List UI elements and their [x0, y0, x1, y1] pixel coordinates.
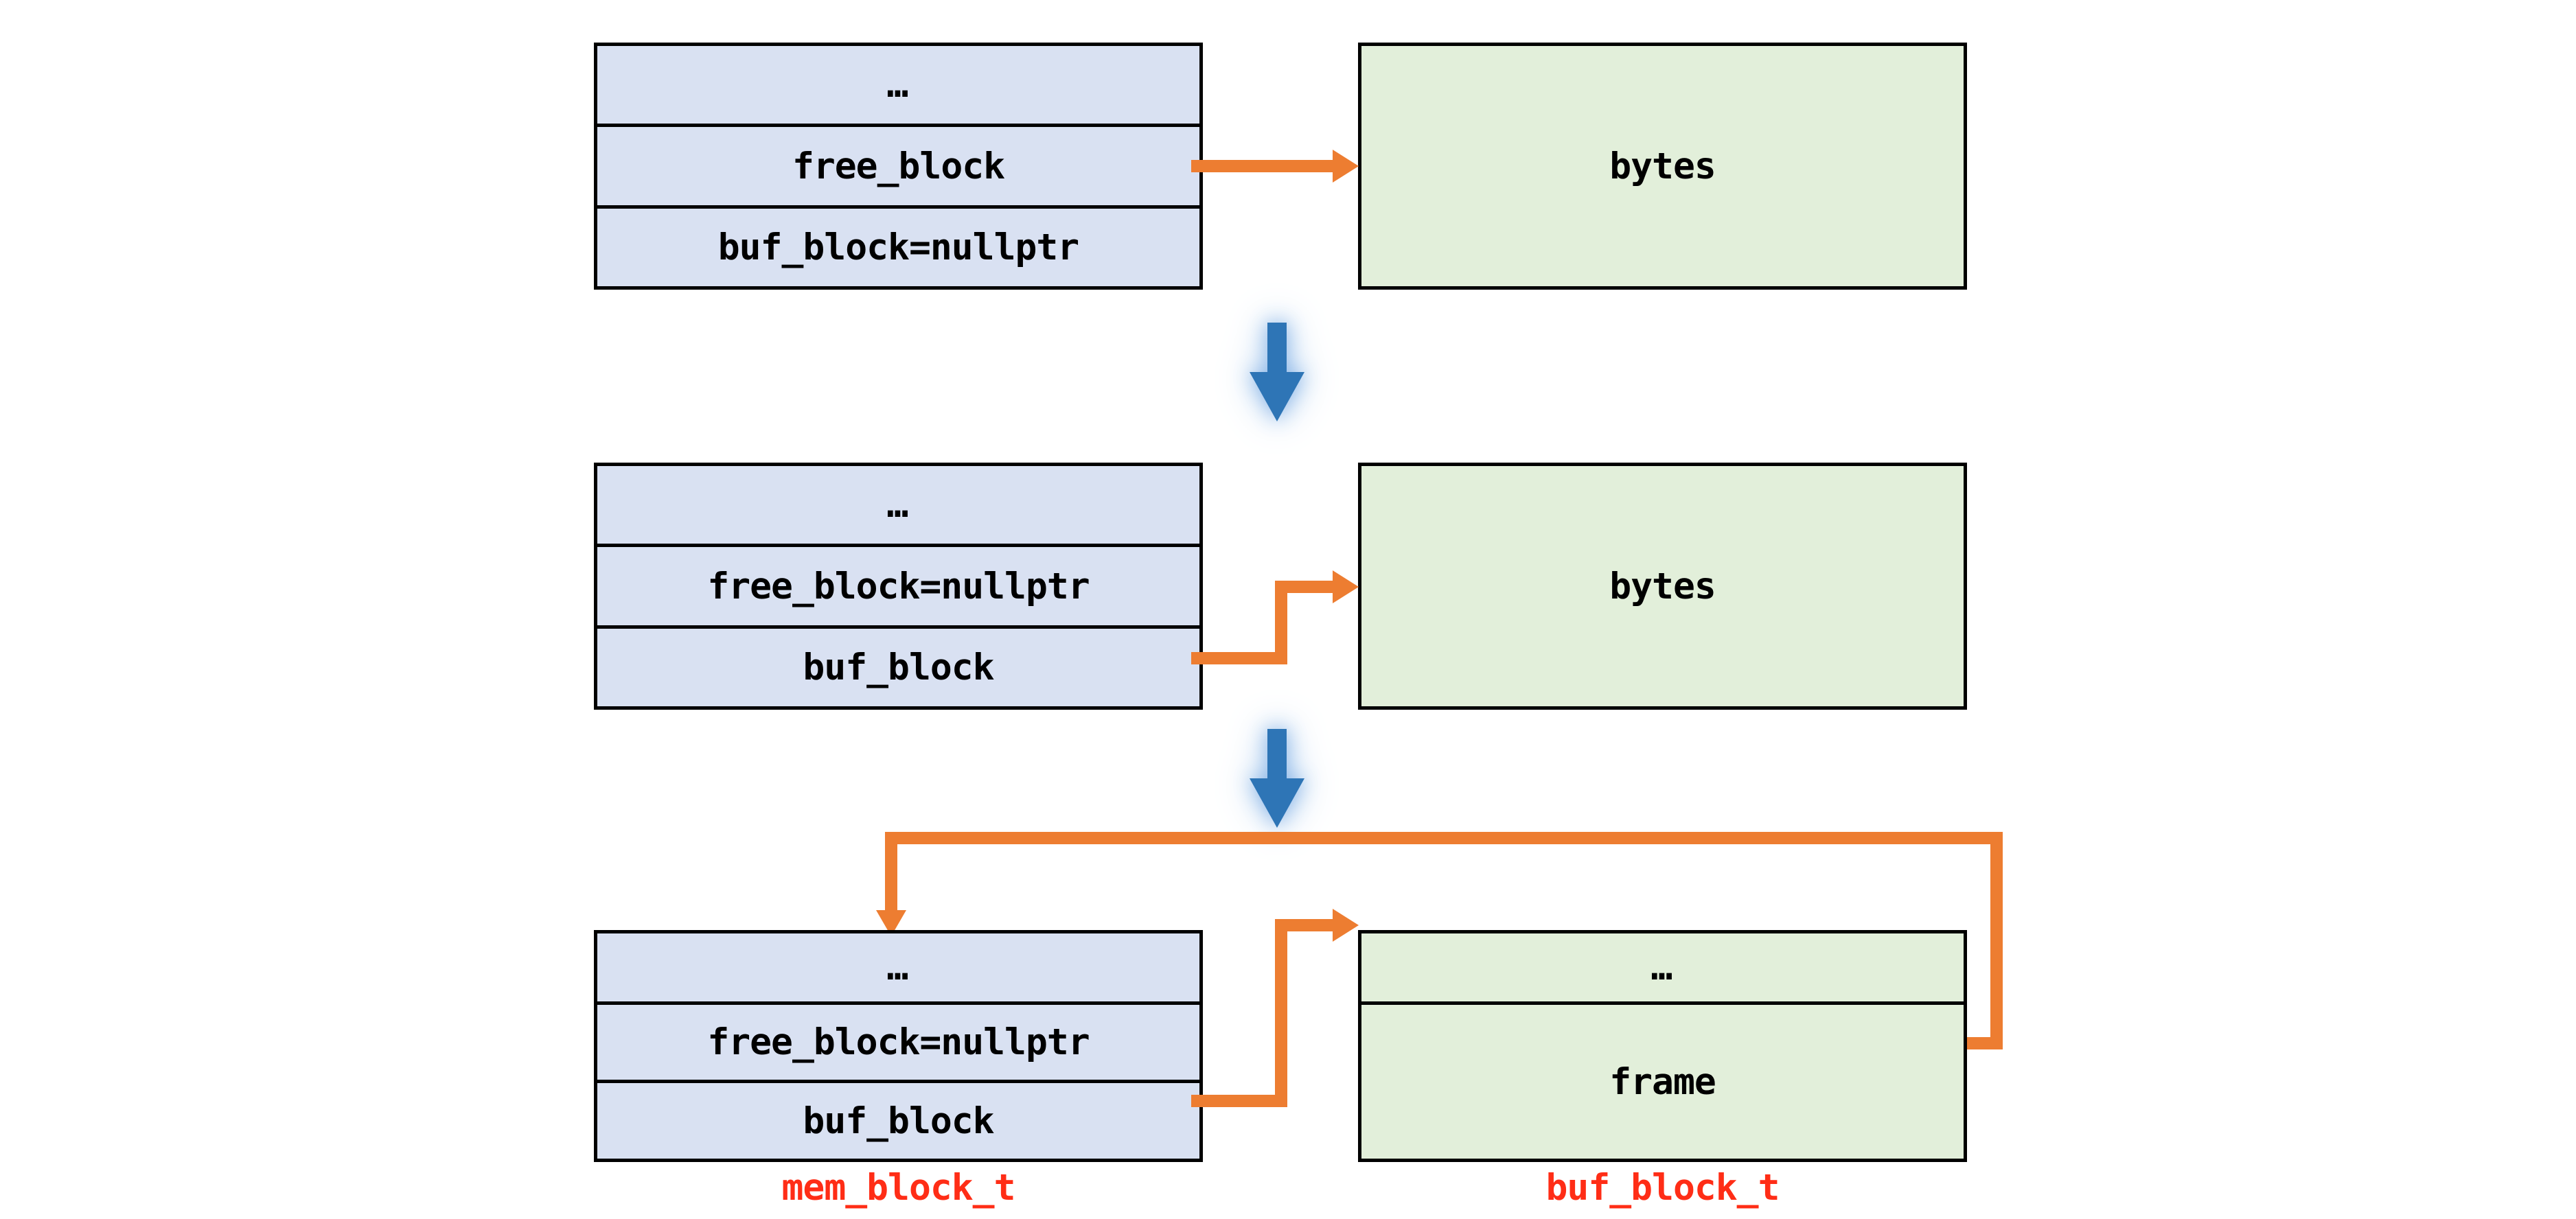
stage3-back-connector-top-horizontal: [885, 832, 2003, 844]
stage1-buf-block: bytes: [1358, 43, 1967, 290]
stage1-buf-field-bytes: bytes: [1609, 145, 1716, 187]
stage3-mem-block: … free_block=nullptr buf_block: [594, 930, 1203, 1162]
step-arrow-2-to-3: [1250, 729, 1304, 828]
step-arrow-1-to-2: [1250, 323, 1304, 421]
stage1-mem-field-ellipsis: …: [886, 64, 910, 106]
stage1-connector-shaft: [1191, 160, 1334, 172]
stage3-connector-shaft-vertical: [1275, 919, 1287, 1107]
stage3-buf-field-ellipsis: …: [1651, 947, 1675, 988]
stage2-connector-shaft-upper: [1275, 581, 1334, 593]
stage2-connector-shaft-lower: [1191, 652, 1287, 664]
stage3-connector-shaft-lower: [1191, 1095, 1287, 1107]
stage2-buf-block: bytes: [1358, 463, 1967, 710]
stage2-mem-block: … free_block=nullptr buf_block: [594, 463, 1203, 710]
stage2-connector-shaft-vertical: [1275, 581, 1287, 664]
buf-block-type-label: buf_block_t: [1545, 1167, 1780, 1209]
stage3-buf-field-frame: frame: [1361, 1001, 1964, 1159]
stage1-mem-field-free-block: free_block: [597, 124, 1199, 205]
stage3-back-connector-left-vertical: [885, 832, 897, 913]
stage2-buf-field-bytes: bytes: [1609, 565, 1716, 607]
mem-block-type-label: mem_block_t: [781, 1167, 1016, 1209]
stage3-mem-field-ellipsis: …: [886, 947, 910, 988]
stage3-buf-block: … frame: [1358, 930, 1967, 1162]
stage3-mem-field-free-block: free_block=nullptr: [597, 1001, 1199, 1080]
stage1-mem-block: … free_block buf_block=nullptr: [594, 43, 1203, 290]
stage2-connector-arrowhead: [1333, 570, 1359, 603]
stage2-mem-field-buf-block: buf_block: [597, 625, 1199, 706]
stage1-connector-arrowhead: [1333, 150, 1359, 183]
stage2-mem-field-ellipsis: …: [886, 484, 910, 526]
stage2-mem-field-free-block: free_block=nullptr: [597, 544, 1199, 625]
stage3-connector-shaft-upper: [1275, 919, 1334, 931]
stage1-mem-field-buf-block: buf_block=nullptr: [597, 205, 1199, 286]
stage3-back-connector-right-vertical: [1990, 832, 2003, 1049]
stage3-connector-arrowhead: [1333, 909, 1359, 942]
stage3-mem-field-buf-block: buf_block: [597, 1080, 1199, 1159]
